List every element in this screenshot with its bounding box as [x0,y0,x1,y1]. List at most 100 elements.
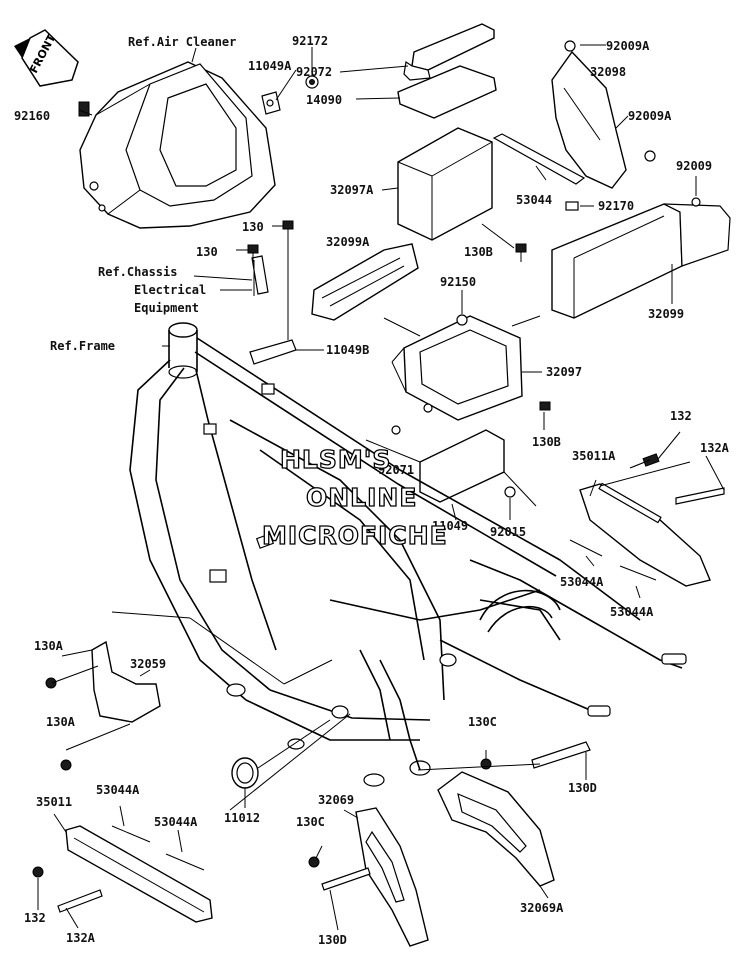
bolt-130-b-icon [247,244,259,254]
label-53044A-r1: 53044A [560,575,604,589]
part-32097A-case [397,127,493,241]
bolts-130 [247,220,551,411]
part-92150-bolt-icon [456,314,468,326]
part-14090-pad [397,65,497,119]
air-cleaner-cover [79,61,276,229]
part-11049B-bracket [249,255,297,365]
label-130A-1: 130A [34,639,64,653]
label-32097A: 32097A [330,183,374,197]
label-53044A-l2: 53044A [154,815,198,829]
label-92009: 92009 [676,159,712,173]
label-32099: 32099 [648,307,684,321]
label-130C-l: 130C [296,815,325,829]
label-11012: 11012 [224,811,260,825]
ref-chassis-label-line2: Electrical [134,283,206,297]
label-53044: 53044 [516,193,552,207]
part-53044A-rod-l1 [111,825,151,843]
part-32069A-mount [437,741,591,887]
label-32069: 32069 [318,793,354,807]
bolt-132-bot-icon [32,866,44,878]
watermark: HLSM'S ONLINE MICROFICHE [261,444,448,550]
part-92172-washer [305,75,319,89]
label-132-bot: 132 [24,911,46,925]
bolt-130A-2-icon [60,759,72,771]
ref-frame-label: Ref.Frame [50,339,115,353]
label-92160: 92160 [14,109,50,123]
part-92009A-top-bolt-icon [564,40,576,52]
label-92009A-mid: 92009A [628,109,672,123]
bolt-130C-r-icon [480,758,492,770]
label-130-a: 130 [242,220,264,234]
label-92009A-top: 92009A [606,39,650,53]
part-53044A-rod-r1 [569,539,603,557]
ref-chassis-label-line3: Equipment [134,301,199,315]
bolt-130A-1-icon [45,677,57,689]
label-14090: 14090 [306,93,342,107]
watermark-line1: HLSM'S [280,445,391,474]
label-130B-mid: 130B [532,435,561,449]
part-32099-side-cover [551,197,731,319]
part-11049A-bracket [261,91,281,115]
label-53044A-l1: 53044A [96,783,140,797]
label-53044A-r2: 53044A [610,605,654,619]
part-92009-bolt-icon [691,197,701,207]
bolt-132A-top-icon [629,459,725,505]
label-130D-l: 130D [318,933,347,947]
bolt-130C-l-icon [308,856,320,868]
label-130-b: 130 [196,245,218,259]
bolt-132-top-icon [642,453,660,467]
label-130A-2: 130A [46,715,76,729]
part-92072-strap [403,23,495,81]
label-32098: 32098 [590,65,626,79]
leader-lines [37,44,725,931]
watermark-line3: MICROFICHE [262,521,448,550]
ref-air-cleaner-label: Ref.Air Cleaner [128,35,236,49]
bolt-130D-l-icon [321,867,371,891]
label-92172: 92172 [292,34,328,48]
label-32099A: 32099A [326,235,370,249]
label-130D-r: 130D [568,781,597,795]
label-11049: 11049 [432,519,468,533]
part-35011A-guard [579,453,725,587]
label-92170: 92170 [598,199,634,213]
label-35011: 35011 [36,795,72,809]
label-130C-r: 130C [468,715,497,729]
label-11049B: 11049B [326,343,369,357]
part-92170-clip [565,201,579,211]
front-arrow-icon: FRONT [14,29,79,87]
label-32069A: 32069A [520,901,564,915]
label-35011A: 35011A [572,449,616,463]
bolt-130-a-icon [282,220,294,230]
part-53044A-rod-l2 [165,853,205,871]
part-32069-mount [308,807,429,947]
part-92009A-mid-bolt-icon [644,150,656,162]
label-92072: 92072 [296,65,332,79]
part-92071-grommet-icon [391,425,401,435]
label-11049A: 11049A [248,59,292,73]
part-32098-cover [551,40,656,189]
label-92150: 92150 [440,275,476,289]
label-132-top: 132 [670,409,692,423]
part-92015-nut-icon [504,486,516,498]
bolt-130B-mid-icon [539,401,551,411]
bolt-130D-r-icon [531,741,591,769]
bolt-130B-top-icon [515,243,527,253]
watermark-line2: ONLINE [306,483,417,512]
bolt-132A-bot-icon [57,889,103,913]
motorcycle-frame [129,322,687,787]
label-92015: 92015 [490,525,526,539]
part-53044-rod [492,133,586,185]
label-32097: 32097 [546,365,582,379]
ref-chassis-label: Ref.Chassis [98,265,177,279]
part-53044A-rod-r2 [619,565,657,581]
part-35011-guard [32,825,213,923]
label-32059: 32059 [130,657,166,671]
part-32099A-side-cover [311,243,419,321]
label-132A-bot: 132A [66,931,96,945]
part-32097-battery-tray [391,314,523,421]
part-92160-icon [78,101,90,117]
label-92071: 92071 [378,463,414,477]
part-32059-bracket [45,640,161,771]
label-130B-top: 130B [464,245,493,259]
